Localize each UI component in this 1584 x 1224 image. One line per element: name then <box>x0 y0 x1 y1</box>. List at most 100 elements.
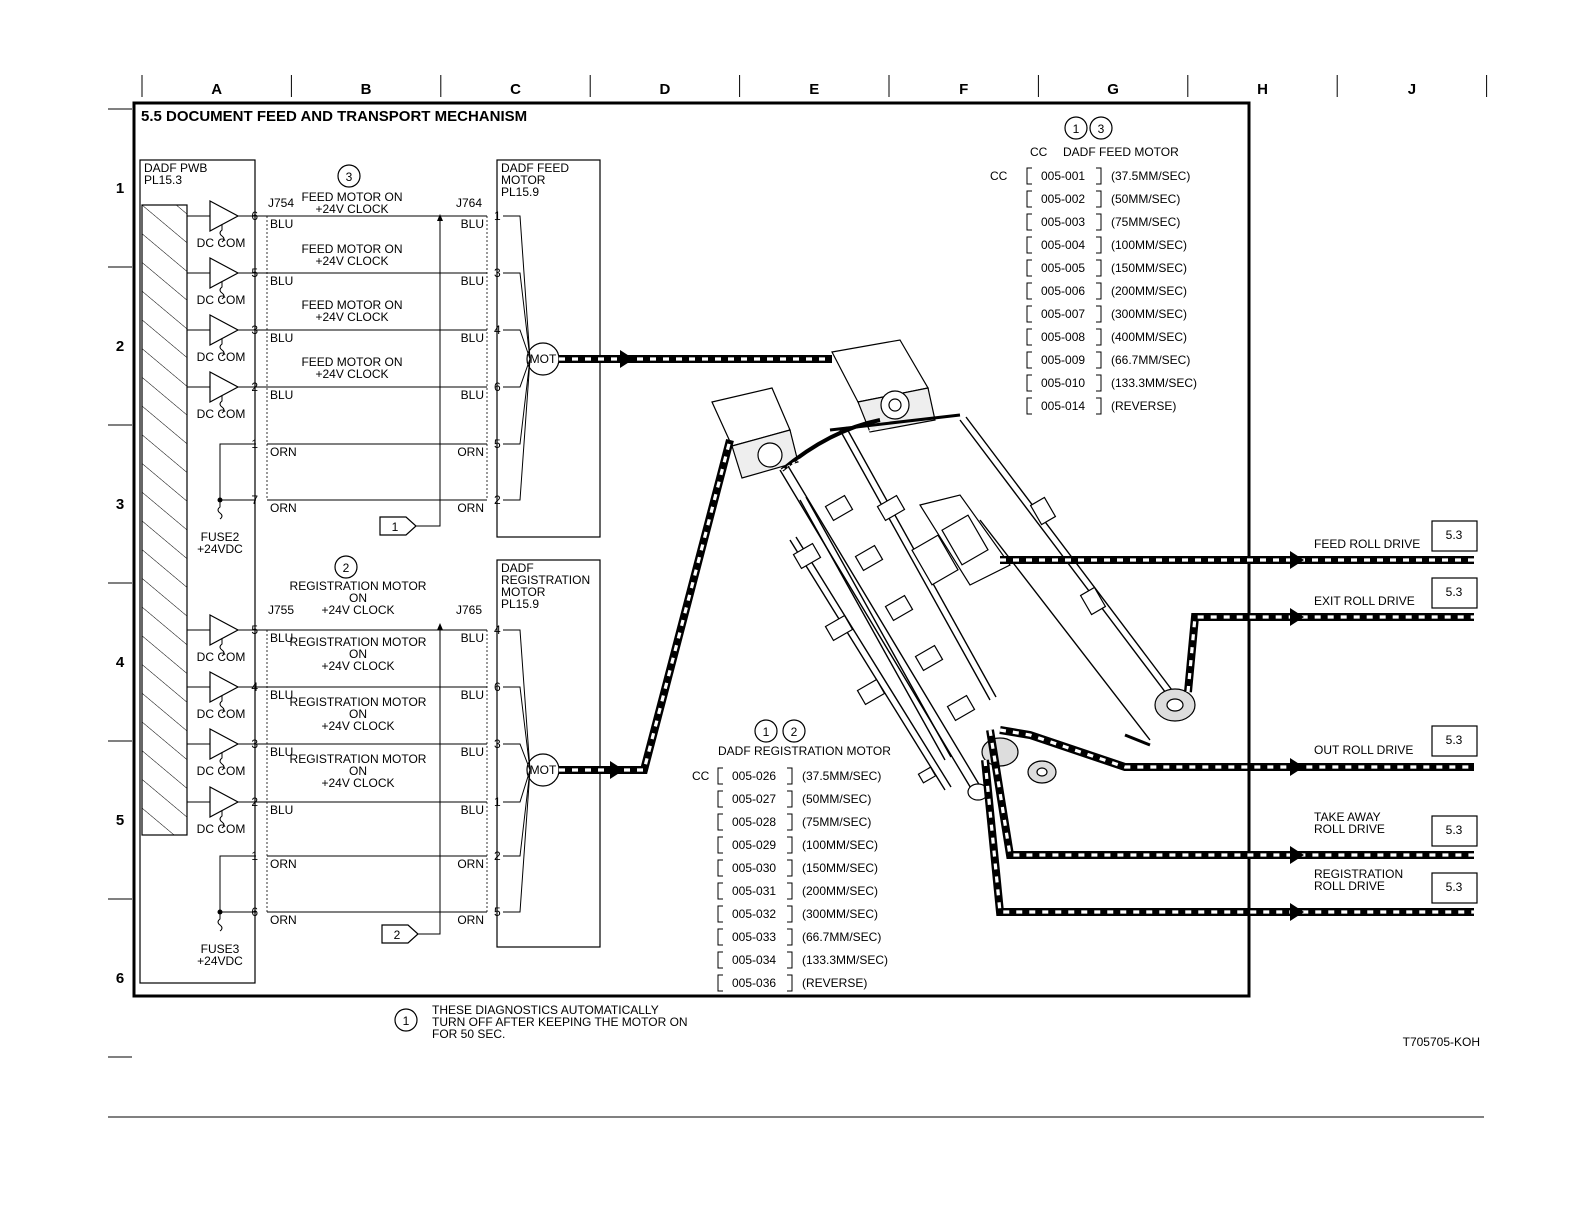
wire-color: ORN <box>457 857 484 871</box>
cc-row: 005-036(REVERSE) <box>717 974 867 992</box>
arrow-icon <box>1290 551 1304 569</box>
grid-col-label: E <box>809 81 819 98</box>
cc-row: 005-005(150MM/SEC) <box>1026 259 1187 277</box>
wire-color: BLU <box>461 217 484 231</box>
svg-text:TURN OFF AFTER KEEPING THE MOT: TURN OFF AFTER KEEPING THE MOTOR ON <box>432 1015 688 1029</box>
svg-text:+24VDC: +24VDC <box>197 542 243 556</box>
cc-code: 005-003 <box>1041 215 1085 229</box>
svg-text:MOTOR: MOTOR <box>501 173 546 187</box>
marker-icon <box>394 1008 418 1032</box>
registration-section: 2 REGISTRATION MOTOR ON +24V CLOCK J755 … <box>268 555 482 790</box>
cc-code: 005-009 <box>1041 353 1085 367</box>
svg-text:FUSE2: FUSE2 <box>201 530 240 544</box>
wire-color: ORN <box>270 501 297 515</box>
cc-speed: (100MM/SEC) <box>1111 238 1187 252</box>
svg-text:+24V CLOCK: +24V CLOCK <box>321 659 394 673</box>
wire-color: ORN <box>457 445 484 459</box>
arrow-icon <box>1290 846 1304 864</box>
cc-speed: (300MM/SEC) <box>1111 307 1187 321</box>
cc-row: 005-033(66.7MM/SEC) <box>717 928 881 946</box>
driver-buffers: DC COM DC COM DC COM DC COM DC COM DC COM DC C… <box>187 199 268 836</box>
dc-com-label: DC COM <box>197 350 246 364</box>
svg-text:1: 1 <box>763 725 770 739</box>
drive-paths <box>559 350 1474 921</box>
svg-text:DADF PWB: DADF PWB <box>144 161 207 175</box>
signal-label: FEED MOTOR ON <box>301 190 402 204</box>
pin-number: 5 <box>251 623 258 637</box>
cc-row: 005-008(400MM/SEC) <box>1026 328 1187 346</box>
dc-com-label: DC COM <box>197 407 246 421</box>
wire-color: ORN <box>270 857 297 871</box>
svg-text:2: 2 <box>394 928 401 942</box>
svg-text:ROLL DRIVE: ROLL DRIVE <box>1314 822 1385 836</box>
wire-color: ORN <box>270 913 297 927</box>
svg-text:OUT ROLL DRIVE: OUT ROLL DRIVE <box>1314 743 1413 757</box>
drive-label: OUT ROLL DRIVE 5.3 <box>1314 725 1478 757</box>
wire-color: BLU <box>270 331 293 345</box>
grid-col-label: B <box>361 81 372 98</box>
cc-row: 005-028(75MM/SEC) <box>717 813 871 831</box>
driver-buffer-icon: DC COM <box>187 613 268 664</box>
pin-number: 3 <box>251 737 258 751</box>
wire-color: BLU <box>270 388 293 402</box>
svg-text:ON: ON <box>349 764 367 778</box>
cc-code: 005-031 <box>732 884 776 898</box>
cc-code: 005-026 <box>732 769 776 783</box>
cc-code: 005-032 <box>732 907 776 921</box>
dc-com-label: DC COM <box>197 707 246 721</box>
pin-number: 5 <box>251 266 258 280</box>
driver-buffer-icon: DC COM <box>187 727 268 778</box>
ref-number: 5.3 <box>1446 733 1463 747</box>
dc-com-label: DC COM <box>197 293 246 307</box>
wire-color: ORN <box>457 913 484 927</box>
connector-j764: J764 <box>456 196 482 210</box>
wire-color: BLU <box>270 274 293 288</box>
mot-label: MOT <box>530 763 557 777</box>
ref-box <box>1431 577 1478 609</box>
cc-code: 005-005 <box>1041 261 1085 275</box>
cc-code: 005-028 <box>732 815 776 829</box>
wire-color: BLU <box>270 631 293 645</box>
driver-buffer-icon: DC COM <box>187 199 268 250</box>
cc-row: 005-003(75MM/SEC) <box>1026 213 1180 231</box>
signal-label: +24V CLOCK <box>315 367 388 381</box>
signal-label: +24V CLOCK <box>315 254 388 268</box>
arrow-icon <box>1290 758 1304 776</box>
wire-color: BLU <box>461 274 484 288</box>
cc-code: 005-006 <box>1041 284 1085 298</box>
cc-code: 005-014 <box>1041 399 1085 413</box>
cc-code: 005-004 <box>1041 238 1085 252</box>
drive-path <box>981 759 1474 916</box>
pin-number: 3 <box>251 323 258 337</box>
driver-buffer-icon: DC COM <box>187 785 268 836</box>
signal-label: FEED MOTOR ON <box>301 242 402 256</box>
cc-speed: (133.3MM/SEC) <box>1111 376 1197 390</box>
drive-path <box>559 438 734 774</box>
svg-text:ON: ON <box>349 647 367 661</box>
grid-row-label: 6 <box>116 970 124 987</box>
svg-text:THESE DIAGNOSTICS AUTOMATICALL: THESE DIAGNOSTICS AUTOMATICALLY <box>432 1003 659 1017</box>
pin-number: 2 <box>251 795 258 809</box>
svg-text:+24VDC: +24VDC <box>197 954 243 968</box>
signal-label: +24V CLOCK <box>315 202 388 216</box>
grid-col-label: D <box>659 81 670 98</box>
arrow-icon <box>610 761 624 779</box>
figure-id: T705705-KOH <box>1403 1035 1480 1049</box>
cc-row: 005-002(50MM/SEC) <box>1026 190 1180 208</box>
cc-row: 005-004 (100MM/SEC) <box>1026 236 1187 254</box>
svg-text:CC: CC <box>692 769 710 783</box>
dadf-pwb: DADF PWB PL15.3 <box>139 159 256 984</box>
grid-row-label: 4 <box>116 654 125 671</box>
drive-path <box>1184 613 1474 693</box>
cc-speed: (37.5MM/SEC) <box>1111 169 1190 183</box>
grid-col-label: H <box>1257 81 1268 98</box>
cc-row: 005-031(200MM/SEC) <box>717 882 878 900</box>
reg-motor-box: DADF REGISTRATION MOTOR PL15.9 MOT <box>496 559 601 948</box>
grid-row-label: 1 <box>116 180 124 197</box>
svg-text:1: 1 <box>1073 122 1080 136</box>
cc-code: 005-027 <box>732 792 776 806</box>
cc-speed: (REVERSE) <box>802 976 867 990</box>
cc-row: 005-014(REVERSE) <box>1026 397 1176 415</box>
